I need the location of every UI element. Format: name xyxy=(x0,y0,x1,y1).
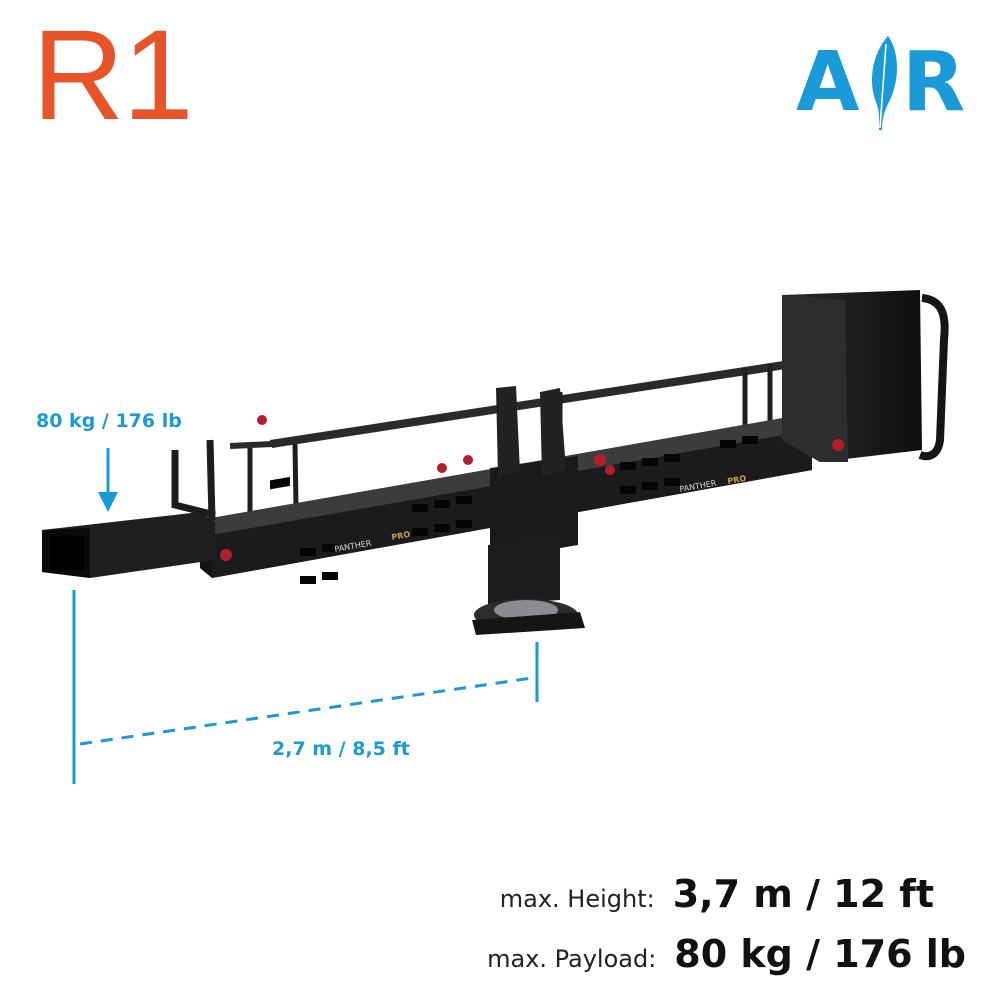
reach-dimension xyxy=(72,590,539,784)
payload-arrow xyxy=(98,448,118,512)
counterweight-box xyxy=(782,290,949,462)
model-title: R1 xyxy=(32,4,194,147)
reach-annotation: 2,7 m / 8,5 ft xyxy=(272,738,410,760)
brand-letter-r: R xyxy=(902,35,965,130)
top-rail xyxy=(229,360,792,449)
spec-value: 80 kg / 176 lb xyxy=(674,932,966,976)
boom-perforations xyxy=(270,436,758,584)
front-bracket xyxy=(171,439,216,521)
spec-max-height: max. Height: 3,7 m / 12 ft xyxy=(500,872,934,916)
pivot-mount xyxy=(472,535,585,635)
spec-key: max. Height: xyxy=(499,885,655,913)
boom-badge-left: PRO xyxy=(391,530,411,542)
brand-logo: A R xyxy=(796,35,965,130)
center-post xyxy=(490,386,578,560)
brand-letter-a: A xyxy=(796,35,860,130)
spec-max-payload: max. Payload: 80 kg / 176 lb xyxy=(487,932,966,976)
front-tube xyxy=(42,512,215,578)
feather-icon xyxy=(872,36,897,130)
adjustment-knobs xyxy=(220,415,844,561)
spec-key: max. Payload: xyxy=(487,945,657,973)
spec-value: 3,7 m / 12 ft xyxy=(672,872,934,916)
boom-badge-right: PRO xyxy=(727,474,747,486)
payload-annotation: 80 kg / 176 lb xyxy=(36,410,182,432)
